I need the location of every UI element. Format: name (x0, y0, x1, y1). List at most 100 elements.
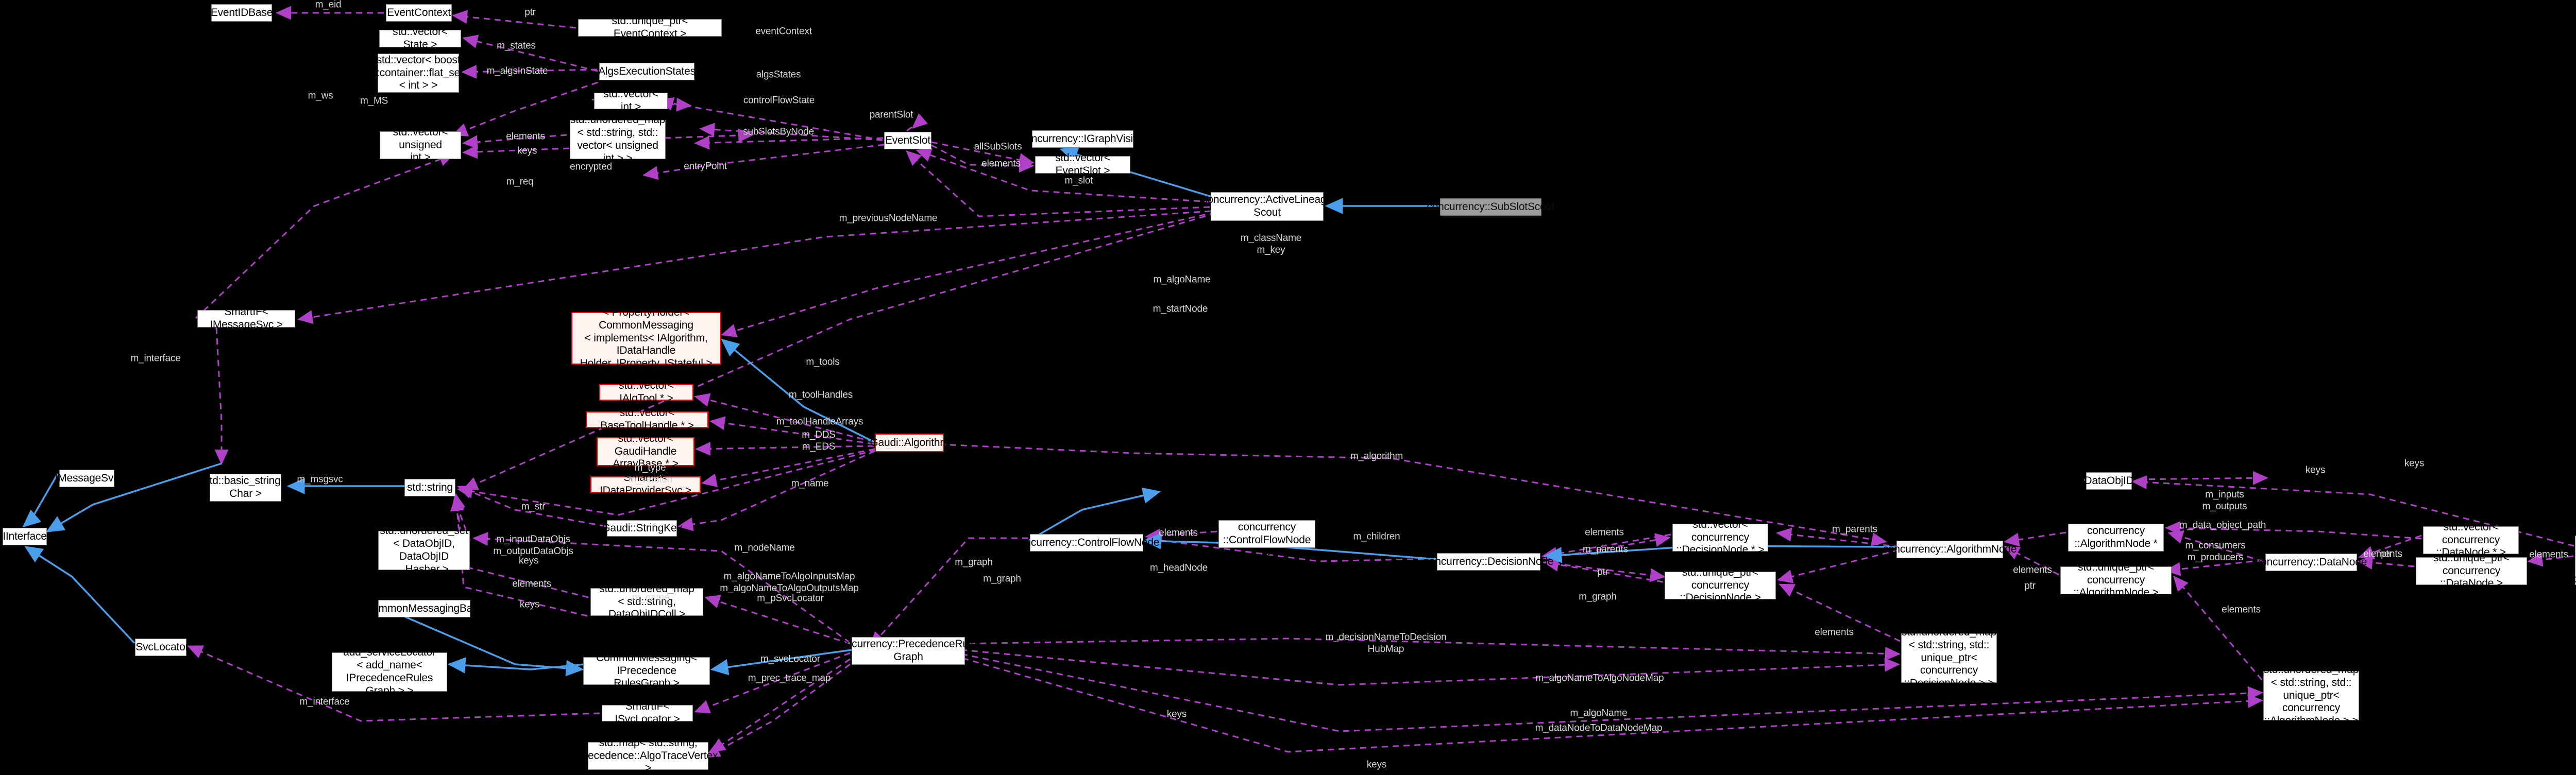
edge-label-L31: m_algorithm (1350, 451, 1403, 462)
class-node-n20[interactable]: std::string (404, 479, 455, 496)
class-node-n31[interactable]: CommonMessaging< IPrecedence RulesGraph … (583, 652, 710, 689)
edge-label-L02: ptr (524, 7, 536, 18)
edge-label-L09: subSlotsByNode (743, 126, 814, 137)
class-node-n21[interactable]: DataHandleHolderBase < PropertyHolder< C… (571, 294, 721, 382)
class-node-n32[interactable]: SmartIF< ISvcLocator > (602, 700, 693, 725)
edge-label-L66: elements (2529, 549, 2568, 560)
edge-label-L57: elements (2013, 564, 2052, 576)
class-node-n42[interactable]: concurrency::AlgorithmNode (1883, 541, 2017, 558)
class-node-n27[interactable]: Gaudi::StringKey (602, 520, 682, 537)
edge-label-L42: m_svcLocator (760, 653, 820, 665)
class-node-n15[interactable]: SmartIF< IMessageSvc > (197, 306, 295, 331)
class-node-n01[interactable]: EventIDBase (211, 4, 273, 22)
class-node-n16[interactable]: IMessageSvc (55, 470, 119, 487)
class-node-n18[interactable]: ISvcLocator (133, 639, 189, 656)
edge-label-L36: elements (512, 578, 551, 590)
class-node-n35[interactable]: concurrency::PrecedenceRules Graph (835, 637, 982, 665)
class-node-n34[interactable]: add_serviceLocator < add_name< IPreceden… (332, 646, 447, 697)
class-node-n17[interactable]: IInterface (3, 528, 47, 545)
edge-label-L65: ptr (2381, 548, 2392, 560)
edge-label-L48: m_headNode (1149, 562, 1208, 574)
edge-label-L04: m_states (497, 40, 536, 51)
class-node-n02[interactable]: EventContext (386, 4, 452, 22)
class-node-n03[interactable]: std::unique_ptr< EventContext > (578, 15, 722, 40)
edge-label-L50: elements (1585, 527, 1624, 538)
edge-label-L49: m_children (1353, 531, 1400, 542)
class-node-n29[interactable]: CommonMessagingBase (365, 600, 484, 617)
class-node-n09[interactable]: std::vector< unsigned int > (380, 126, 461, 163)
class-node-n24[interactable]: std::vector< GaudiHandle ArrayBase * > (597, 433, 694, 470)
edge-label-L52: ptr (1597, 566, 1608, 578)
edge-label-L20: m_startNode (1153, 303, 1208, 315)
class-node-n12[interactable]: std::vector< EventSlot > (1035, 152, 1130, 177)
class-node-n25[interactable]: SmartIF< IDataProviderSvc > (590, 472, 701, 496)
edge-label-L40: m_algoNameToAlgoInputsMap m_algoNameToAl… (720, 571, 859, 594)
class-node-n11[interactable]: concurrency::IGraphVisitor (1020, 130, 1145, 148)
edge-label-L46: m_graph (983, 573, 1021, 584)
edge-label-L29: m_DDS m_EDS (802, 429, 836, 452)
edge-label-L44: m_interface (299, 696, 350, 708)
class-node-n36[interactable]: concurrency::ControlFlowNode (1014, 534, 1160, 552)
edge-label-L03: eventContext (755, 26, 812, 37)
class-node-n05[interactable]: std::vector< boost ::container::flat_set… (374, 54, 463, 93)
edge-label-L63: keys (2305, 464, 2326, 476)
inheritance-edges (22, 147, 1895, 677)
class-node-n45[interactable]: std::unique_ptr< concurrency ::Algorithm… (2060, 561, 2172, 598)
edge-label-L53: m_parents (1832, 524, 1877, 535)
class-node-n43[interactable]: DataObjID (2084, 472, 2134, 490)
class-node-n22[interactable]: std::vector< IAlgTool * > (599, 380, 693, 404)
edge-label-L13: parentSlot (869, 109, 913, 120)
edge-label-L67: keys (2404, 458, 2425, 469)
class-node-n23[interactable]: std::vector< BaseToolHandle * > (586, 407, 708, 432)
edge-label-L71: elements (2222, 604, 2261, 615)
class-node-n48[interactable]: std::vector< concurrency ::DataNode * > (2423, 521, 2519, 558)
edge-label-L08: controlFlowState (743, 95, 815, 106)
edge-label-L32: m_str (521, 501, 546, 512)
class-node-n40[interactable]: std::unique_ptr< concurrency ::DecisionN… (1665, 566, 1776, 604)
edge-label-L19: m_algoName (1153, 274, 1211, 285)
edge-label-L72: m_algoName (1570, 708, 1628, 719)
class-node-n26[interactable]: Gaudi::Algorithm (870, 434, 949, 452)
class-node-n50[interactable]: std::unordered_map < DataObjID, std::uni… (2573, 536, 2576, 598)
edge-label-L28: m_toolHandleArrays (776, 416, 863, 427)
edge-label-L22: m_req (506, 176, 534, 187)
edge-label-L17: m_previousNodeName (839, 213, 938, 224)
class-node-n06[interactable]: AlgsExecutionStates (598, 63, 696, 80)
class-node-n47[interactable]: concurrency::DataNode (2256, 554, 2367, 571)
edge-label-L30: m_name (791, 478, 829, 489)
edge-label-L69: keys (1166, 709, 1187, 720)
edge-label-L18: m_className m_key (1240, 233, 1302, 255)
class-node-n41[interactable]: std::unordered_map < std::string, std:: … (1901, 626, 1997, 690)
edge-label-L26: m_tools (806, 356, 840, 368)
edge-label-L70: keys (1366, 759, 1387, 770)
edge-label-L07: m_MS (360, 95, 388, 107)
class-node-n28[interactable]: std::unordered_set < DataObjID, DataObjI… (378, 525, 470, 575)
class-node-n07[interactable]: std::vector< int > (594, 88, 668, 113)
class-node-n10[interactable]: EventSlot (884, 132, 931, 149)
class-node-n44[interactable]: std::vector< concurrency ::AlgorithmNode… (2068, 512, 2164, 562)
class-node-n33[interactable]: std::map< std::string, precedence::AlgoT… (578, 736, 718, 774)
edge-label-L25: m_msgsvc (297, 474, 343, 485)
class-node-n38[interactable]: concurrency::DecisionNode (1424, 553, 1554, 571)
class-node-n46[interactable]: std::unordered_map < std::string, std:: … (2263, 664, 2359, 727)
edge-label-L58: ptr (2024, 580, 2036, 592)
class-node-n19[interactable]: std::basic_string< Char > (204, 474, 287, 502)
class-node-n37[interactable]: std::vector< concurrency ::ControlFlowNo… (1218, 508, 1315, 559)
usage-edges (187, 6, 2574, 758)
class-node-n04[interactable]: std::vector< State > (379, 26, 461, 50)
edge-label-L51: m_parents (1583, 544, 1628, 555)
class-node-n49[interactable]: std::unique_ptr< concurrency ::DataNode … (2416, 552, 2527, 589)
edge-label-L45: m_graph (955, 557, 993, 568)
edge-label-L24: m_interface (130, 353, 181, 364)
edge-label-L06: m_algsInState (486, 65, 548, 77)
class-node-n30[interactable]: std::unordered_map < std::string, DataOb… (590, 583, 703, 620)
class-node-n14[interactable]: concurrency::SubSlotScout (1427, 198, 1555, 216)
class-node-n08[interactable]: std::unordered_map < std::string, std:: … (570, 114, 666, 164)
edge-label-L11: keys (517, 145, 537, 157)
class-node-n13[interactable]: concurrency::ActiveLineage Scout (1202, 192, 1332, 221)
edge-label-L35: keys (518, 555, 539, 566)
edge-label-L68: m_dataNodeToDataNodeMap (1535, 722, 1663, 734)
edge-label-L60: m_data_object_path (2179, 520, 2266, 531)
class-node-n39[interactable]: std::vector< concurrency ::DecisionNode … (1672, 519, 1768, 556)
